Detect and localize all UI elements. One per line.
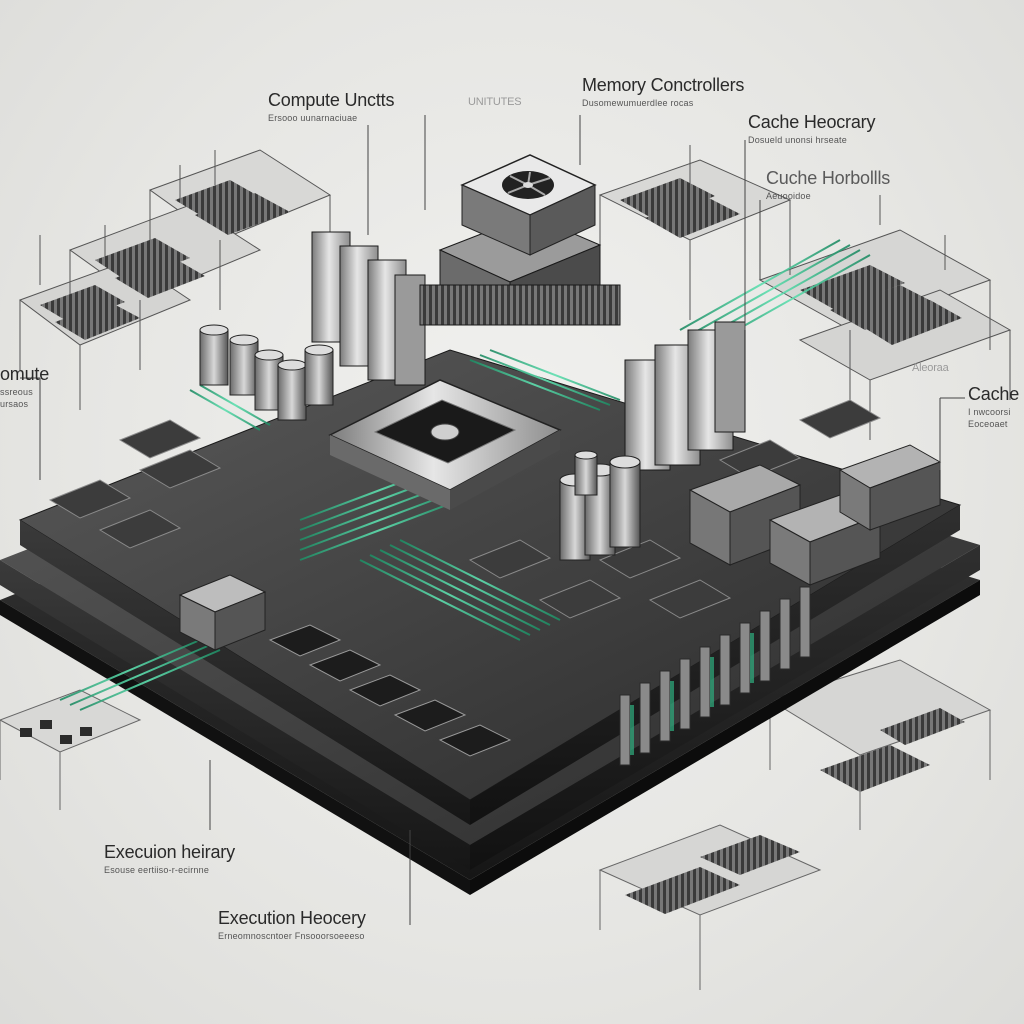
fan-icon <box>460 154 597 256</box>
label-execution-heirary: Execuion heirary Esouse eertiiso-r-ecirn… <box>104 842 235 875</box>
label-cache-right-sub2: Eoceoaet <box>968 419 1008 429</box>
grey-module-blocks <box>688 444 942 586</box>
capacitor-icon <box>559 450 641 561</box>
label-cache-right: Cache I nwcoorsi Eoceoaet <box>968 384 1019 429</box>
label-compute-left-sub: ssreous <box>0 387 33 397</box>
label-compute-units-sub: Ersooo uunarnaciuae <box>268 113 358 123</box>
label-execution-heirary-sub: Esouse eertiiso-r-ecirnne <box>104 865 210 875</box>
label-faint-top-title: UNITUTES <box>468 96 522 108</box>
label-memory-controllers: Memory Conctrollers Dusomewumuerdlee roc… <box>582 75 744 108</box>
schematic-bottom-left <box>0 689 142 810</box>
label-compute-units: Compute Unctts Ersooo uunarnaciuae <box>268 90 394 123</box>
label-execution-heocery: Execution Heocery Erneomnoscntoer Fnsooo… <box>218 908 366 941</box>
label-cache-heocrary-title: Cache Heocrary <box>748 112 876 132</box>
memory-chip-row-front <box>268 624 512 757</box>
label-execution-heirary-title: Execuion heirary <box>104 842 235 862</box>
tall-modules-top-left <box>311 231 426 386</box>
label-right-small: Aleoraa <box>912 362 949 374</box>
label-right-small-title: Aleoraa <box>912 362 949 374</box>
label-execution-heocery-title: Execution Heocery <box>218 908 366 928</box>
label-execution-heocery-sub: Erneomnoscntoer Fnsooorsoeeeso <box>218 931 365 941</box>
leader-lines <box>20 115 965 925</box>
label-cache-heocrary: Cache Heocrary Dosueld unonsi hrseate <box>748 112 875 145</box>
chip-icon <box>328 379 562 510</box>
label-compute-left-sub2: ursaos <box>0 399 29 409</box>
label-cache-horbolls-title: Cuche Horbollls <box>766 168 891 188</box>
schematic-slats-bottom-right <box>625 708 965 914</box>
heatsink-fins-green <box>630 633 754 755</box>
label-cache-right-sub: I nwcoorsi <box>968 407 1011 417</box>
label-memory-controllers-title: Memory Conctrollers <box>582 75 745 95</box>
board-components <box>48 399 882 619</box>
schematic-slats-left <box>40 180 290 340</box>
label-cache-right-title: Cache <box>968 384 1020 404</box>
capacitor-group-left <box>199 324 334 421</box>
label-compute-units-title: Compute Unctts <box>268 90 395 110</box>
label-compute-left-title: omute <box>0 364 50 384</box>
label-cache-horbolls-sub: Aeuooidoe <box>766 191 811 201</box>
schematic-slats-right <box>620 178 962 345</box>
heatsink-fins-front <box>619 586 811 766</box>
label-memory-controllers-sub: Dusomewumuerdlee rocas <box>582 98 694 108</box>
left-module-block <box>178 574 267 651</box>
tall-modules-right <box>624 321 746 471</box>
label-cache-heocrary-sub: Dosueld unonsi hrseate <box>748 135 847 145</box>
label-faint-top: UNITUTES <box>468 96 522 108</box>
label-cache-horbolls: Cuche Horbollls Aeuooidoe <box>766 168 890 201</box>
label-compute-left: omute ssreous ursaos <box>0 364 49 409</box>
schematic-chips-bottom-left <box>20 720 92 744</box>
